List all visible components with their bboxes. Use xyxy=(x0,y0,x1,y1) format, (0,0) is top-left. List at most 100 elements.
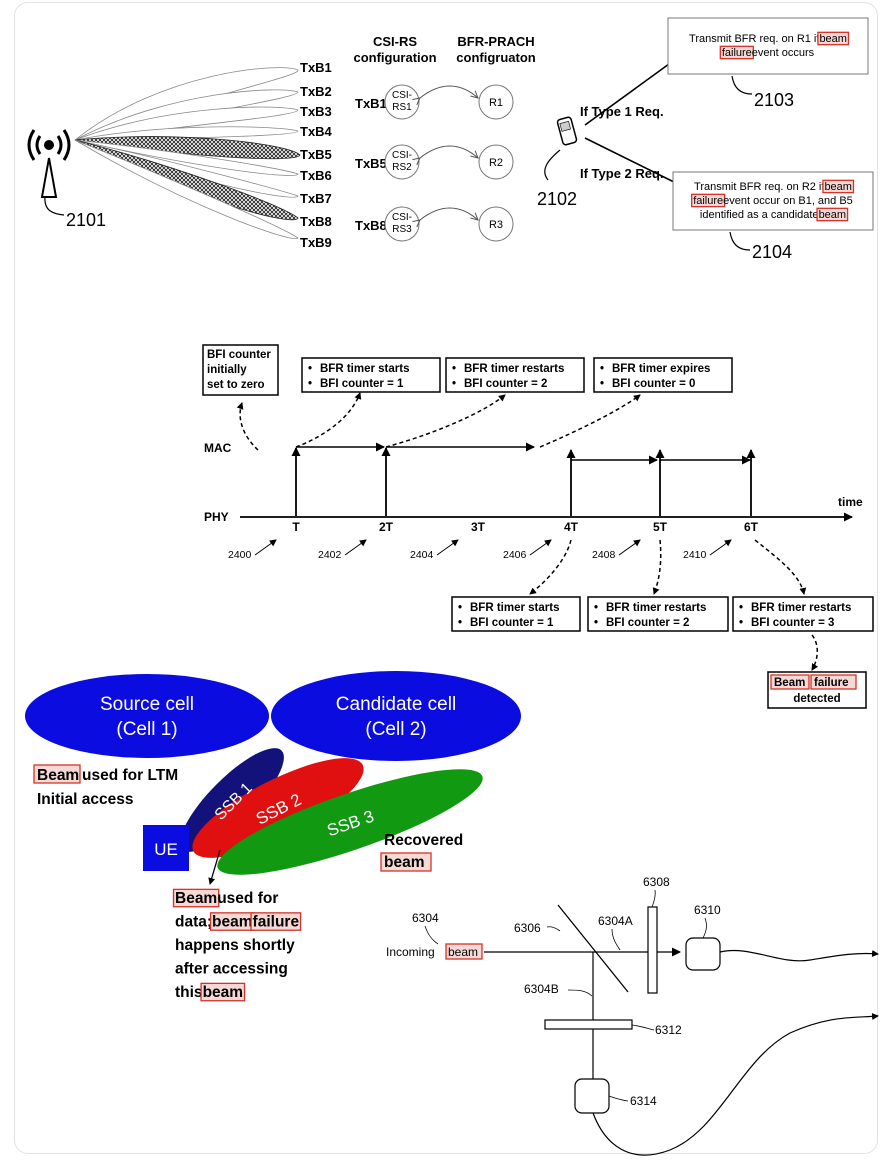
recovered-line1: Recovered xyxy=(384,832,463,849)
time-ref-arrow-2404 xyxy=(436,539,459,556)
mac-box-1-bullet-1: • xyxy=(308,378,312,390)
ref-6304a-leader xyxy=(611,928,621,951)
note2-hl-1-3 xyxy=(250,912,302,931)
tick-4t: 4T xyxy=(564,520,579,534)
phy-box-3 xyxy=(732,596,874,632)
box2-l0-s0: Transmit BFR req. on R2 if xyxy=(694,181,825,193)
ue-leader xyxy=(544,149,561,181)
detected-word-beam: Beam xyxy=(774,677,805,689)
box2-l1-s1: event occur on B1, and B5 xyxy=(723,195,853,207)
phy-box-3-line-0: BFR timer restarts xyxy=(751,602,851,614)
ref-6306: 6306 xyxy=(514,921,541,935)
mac-box-1-line-0: BFR timer starts xyxy=(320,363,409,375)
time-ref-2410: 2410 xyxy=(683,549,707,561)
phy-box-1-bullet-1: • xyxy=(458,617,462,629)
phy-box-1 xyxy=(451,596,581,632)
incoming-hl-beam xyxy=(445,943,483,960)
phy-event-boxes: • BFR timer starts • BFI counter = 1 • BFR ti… xyxy=(451,596,874,632)
ref-6304a: 6304A xyxy=(598,914,633,928)
candidate-cell-ellipse xyxy=(271,671,521,761)
mac-box-3-line-1: BFI counter = 0 xyxy=(612,378,695,390)
phy-box-3-bullet-1: • xyxy=(739,617,743,629)
note2-l1-s3: failure xyxy=(253,914,300,931)
time-ref-2402: 2402 xyxy=(318,549,342,561)
mac-box-3-bullet-0: • xyxy=(600,363,604,375)
phy-box-1-line-1: BFI counter = 1 xyxy=(470,617,554,629)
type2-branch xyxy=(584,137,681,186)
fig6300-optical-setup: 6304 Incoming beam 6306 6304A 6308 6310 … xyxy=(386,875,879,1156)
detected-word-failure: failure xyxy=(814,677,849,689)
phy-5t-dashed-link xyxy=(652,539,662,595)
bfi-init-box xyxy=(202,344,279,396)
row1-link xyxy=(420,85,478,98)
fig2400-bfr-timeline: BFI counter initially set to zero •BFR t… xyxy=(202,344,874,709)
prach-r1-label: R1 xyxy=(489,97,503,109)
output-6314-line xyxy=(592,1013,879,1156)
prach-header-line2: configruaton xyxy=(456,50,535,65)
note2-l0-s0: Beam xyxy=(175,890,217,907)
phone-icon xyxy=(556,116,578,146)
time-ref-arrow-2400 xyxy=(254,539,277,556)
box1-hl-0-1 xyxy=(817,31,850,46)
candidate-cell-name: Candidate cell xyxy=(336,694,456,715)
ref-6306-leader xyxy=(546,926,561,932)
fig2100-beam-configuration: 2101 TxB1TxB2TxB3TxB4TxB5TxB6TxB7TxB8TxB… xyxy=(27,17,874,262)
row2-beam-label: TxB5 xyxy=(355,156,387,171)
antenna-icon xyxy=(27,129,71,198)
note2-l0-s1: used for xyxy=(217,890,278,907)
tick-2t: 2T xyxy=(379,520,394,534)
box1-ref: 2103 xyxy=(754,90,794,110)
tower-ref: 2101 xyxy=(66,210,106,230)
time-ref-2406: 2406 xyxy=(503,549,527,561)
phy-label: PHY xyxy=(204,510,229,524)
phy-4t-dashed-link xyxy=(529,539,572,595)
mac-2t-dashed-link xyxy=(385,394,506,448)
beam-splitter-6306 xyxy=(557,904,629,993)
box1-leader xyxy=(731,75,753,95)
note2-l2-s0: happens shortly xyxy=(175,937,295,954)
type1-label: If Type 1 Req. xyxy=(580,104,664,119)
output-6310-line xyxy=(719,949,879,962)
phy-box-1-bullet-0: • xyxy=(458,602,462,614)
mac-box-1-bullet-0: • xyxy=(308,363,312,375)
mac-event-boxes: •BFR timer starts•BFI counter = 1•BFR ti… xyxy=(301,357,733,393)
phy-box-1-line-0: BFR timer starts xyxy=(470,602,559,614)
mac-expiry-dashed-link xyxy=(539,394,641,448)
mac-box-1-line-1: BFI counter = 1 xyxy=(320,378,404,390)
time-ref-arrow-2406 xyxy=(529,539,552,556)
ref-6304: 6304 xyxy=(412,911,439,925)
mac-box-2 xyxy=(445,357,585,393)
note1-hl-beam xyxy=(33,764,81,784)
phy-box-2-line-1: BFI counter = 2 xyxy=(606,617,689,629)
time-ref-2404: 2404 xyxy=(410,549,434,561)
box1-l1-s1: event occurs xyxy=(752,47,815,59)
box2-l2-s1: beam xyxy=(819,209,847,221)
row3-link xyxy=(420,207,478,220)
beam-label-txb6: TxB6 xyxy=(300,168,332,183)
box2-l0-s1: beam xyxy=(824,181,852,193)
row1-beam-label: TxB1 xyxy=(355,96,387,111)
box1-hl-1-0 xyxy=(719,45,754,60)
csi-rs1-label-b: RS1 xyxy=(392,102,412,113)
prach-r3-label: R3 xyxy=(489,219,503,231)
note2-l1-s0: data; xyxy=(175,914,212,931)
mac-box-3-bullet-1: • xyxy=(600,378,604,390)
detected-dashed-link xyxy=(811,634,819,671)
csi-header-line2: configuration xyxy=(353,50,436,65)
lobe-txb9 xyxy=(74,139,299,240)
ltm-cell-diagram: Source cell (Cell 1) Candidate cell (Cel… xyxy=(25,671,521,1002)
note2-l3-s0: after accessing xyxy=(175,961,288,978)
ref-6312: 6312 xyxy=(655,1023,682,1037)
prach-header-line1: BFR-PRACH xyxy=(457,34,534,49)
ref-6310-leader xyxy=(702,917,707,939)
ssb3-beam xyxy=(217,769,483,875)
phy-box-2-bullet-1: • xyxy=(594,617,598,629)
element-6312 xyxy=(544,1019,633,1030)
ssb2-beam xyxy=(192,758,364,858)
box2-l1-s0: failure xyxy=(693,195,723,207)
phy-box-2-bullet-0: • xyxy=(594,602,598,614)
